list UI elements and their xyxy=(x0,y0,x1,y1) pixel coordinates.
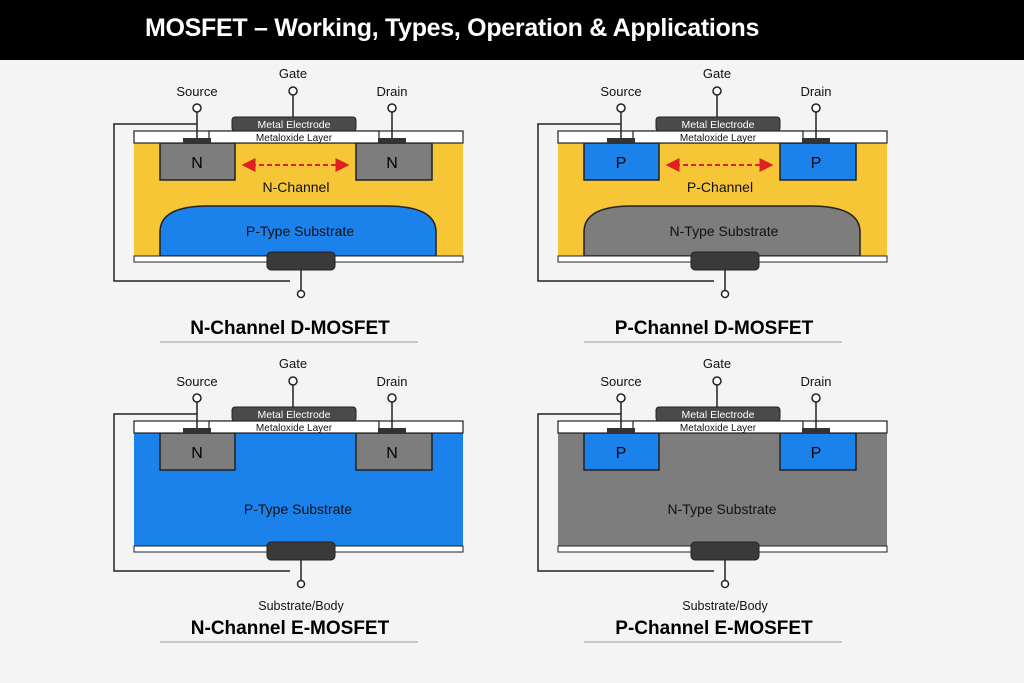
drain-label: Drain xyxy=(800,84,831,99)
source-terminal xyxy=(616,393,626,403)
body-label: Substrate/Body xyxy=(682,599,768,613)
gate-label: Gate xyxy=(279,356,307,371)
drain-contact xyxy=(378,138,406,144)
well-left xyxy=(159,142,236,181)
oxide-label: Metaloxide Layer xyxy=(256,133,333,144)
body-electrode xyxy=(266,251,336,271)
gate-label: Gate xyxy=(279,66,307,81)
body-terminal xyxy=(296,579,306,589)
source-terminal xyxy=(192,393,202,403)
body-electrode xyxy=(690,251,760,271)
panel-title: N-Channel D-MOSFET xyxy=(190,318,390,339)
source-contact xyxy=(607,428,635,434)
source-body-wire xyxy=(537,413,714,572)
well-right-label: P xyxy=(811,155,822,172)
drain-terminal xyxy=(387,393,397,403)
substrate-region xyxy=(583,205,861,257)
gate-terminal xyxy=(288,86,298,96)
drain-label: Drain xyxy=(376,374,407,389)
oxide-label: Metaloxide Layer xyxy=(256,423,333,434)
panel-title: N-Channel E-MOSFET xyxy=(191,618,390,639)
source-label: Source xyxy=(176,374,217,389)
well-right xyxy=(779,142,857,181)
source-label: Source xyxy=(600,374,641,389)
channel-label: P-Channel xyxy=(687,179,753,195)
well-left xyxy=(583,142,660,181)
channel-label: N-Channel xyxy=(263,179,330,195)
well-left-label: P xyxy=(616,155,627,172)
well-right-label: N xyxy=(386,445,398,462)
source-body-wire xyxy=(113,413,290,572)
source-terminal xyxy=(192,103,202,113)
source-label: Source xyxy=(176,84,217,99)
source-contact xyxy=(607,138,635,144)
drain-label: Drain xyxy=(376,84,407,99)
source-body-wire xyxy=(537,123,714,282)
substrate-label: P-Type Substrate xyxy=(244,501,352,517)
substrate-label: N-Type Substrate xyxy=(670,223,779,239)
page-title: MOSFET – Working, Types, Operation & App… xyxy=(145,14,760,42)
header-bar: MOSFET – Working, Types, Operation & App… xyxy=(0,0,1024,60)
gate-label: Gate xyxy=(703,356,731,371)
body-terminal xyxy=(720,579,730,589)
well-left-label: P xyxy=(616,445,627,462)
metal-label: Metal Electrode xyxy=(682,409,755,421)
drain-terminal xyxy=(811,393,821,403)
drain-contact xyxy=(378,428,406,434)
gate-terminal xyxy=(712,376,722,386)
well-right-label: P xyxy=(811,445,822,462)
metal-electrode xyxy=(231,406,357,422)
well-right xyxy=(355,432,433,471)
body-electrode xyxy=(266,541,336,561)
panel-title: P-Channel E-MOSFET xyxy=(615,618,813,639)
well-left-label: N xyxy=(191,445,203,462)
metal-label: Metal Electrode xyxy=(258,119,331,131)
drain-terminal xyxy=(387,103,397,113)
source-label: Source xyxy=(600,84,641,99)
source-contact xyxy=(183,138,211,144)
well-right-label: N xyxy=(386,155,398,172)
source-terminal xyxy=(616,103,626,113)
source-body-wire xyxy=(113,123,290,282)
substrate-label: N-Type Substrate xyxy=(668,501,777,517)
oxide-label: Metaloxide Layer xyxy=(680,423,757,434)
drain-contact xyxy=(802,428,830,434)
gate-terminal xyxy=(712,86,722,96)
substrate-region xyxy=(159,205,437,257)
metal-electrode xyxy=(231,116,357,132)
drain-label: Drain xyxy=(800,374,831,389)
well-right xyxy=(779,432,857,471)
well-left xyxy=(583,432,660,471)
metal-label: Metal Electrode xyxy=(258,409,331,421)
gate-terminal xyxy=(288,376,298,386)
drain-contact xyxy=(802,138,830,144)
body-terminal xyxy=(720,289,730,299)
metal-electrode xyxy=(655,116,781,132)
drain-terminal xyxy=(811,103,821,113)
substrate-label: P-Type Substrate xyxy=(246,223,354,239)
body-electrode xyxy=(690,541,760,561)
well-left-label: N xyxy=(191,155,203,172)
body-label: Substrate/Body xyxy=(258,599,344,613)
metal-label: Metal Electrode xyxy=(682,119,755,131)
metal-electrode xyxy=(655,406,781,422)
panel-title: P-Channel D-MOSFET xyxy=(615,318,814,339)
gate-label: Gate xyxy=(703,66,731,81)
oxide-label: Metaloxide Layer xyxy=(680,133,757,144)
source-contact xyxy=(183,428,211,434)
body-terminal xyxy=(296,289,306,299)
